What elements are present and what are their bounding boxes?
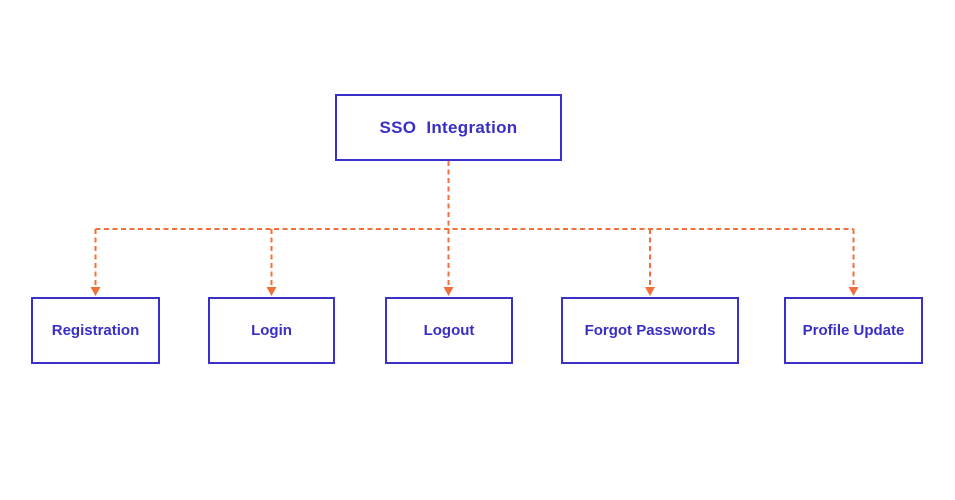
arrowhead-logout xyxy=(443,287,454,296)
arrowhead-registration xyxy=(90,287,101,296)
node-profile-update: Profile Update xyxy=(784,297,923,364)
node-login: Login xyxy=(208,297,335,364)
node-sso-integration: SSO Integration xyxy=(335,94,562,161)
node-registration: Registration xyxy=(31,297,160,364)
arrowhead-profile xyxy=(848,287,859,296)
node-logout: Logout xyxy=(385,297,513,364)
arrowhead-login xyxy=(266,287,277,296)
node-forgot-passwords: Forgot Passwords xyxy=(561,297,739,364)
arrowhead-forgot xyxy=(645,287,655,296)
